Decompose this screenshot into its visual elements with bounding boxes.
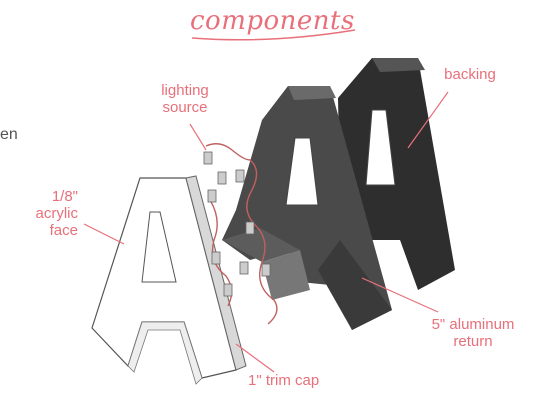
leader-lighting-source (190, 124, 206, 150)
label-lighting-source-line1: lighting (140, 82, 230, 99)
label-lighting-source: lighting source (140, 82, 230, 116)
label-trim-cap: 1" trim cap (248, 372, 358, 389)
title-flourish (192, 30, 355, 40)
label-lighting-source-line2: source (140, 99, 230, 116)
label-face-line1: 1/8" (6, 188, 78, 205)
label-return-line2: return (408, 333, 538, 350)
label-return-line1: 5" aluminum (408, 316, 538, 333)
label-acrylic-face: 1/8" acrylic face (6, 188, 78, 239)
label-aluminum-return: 5" aluminum return (408, 316, 538, 350)
leader-acrylic-face (84, 224, 124, 244)
label-backing: backing (430, 66, 510, 83)
label-face-line3: face (6, 222, 78, 239)
acrylic-face-letter (92, 176, 246, 384)
label-face-line2: acrylic (6, 205, 78, 222)
